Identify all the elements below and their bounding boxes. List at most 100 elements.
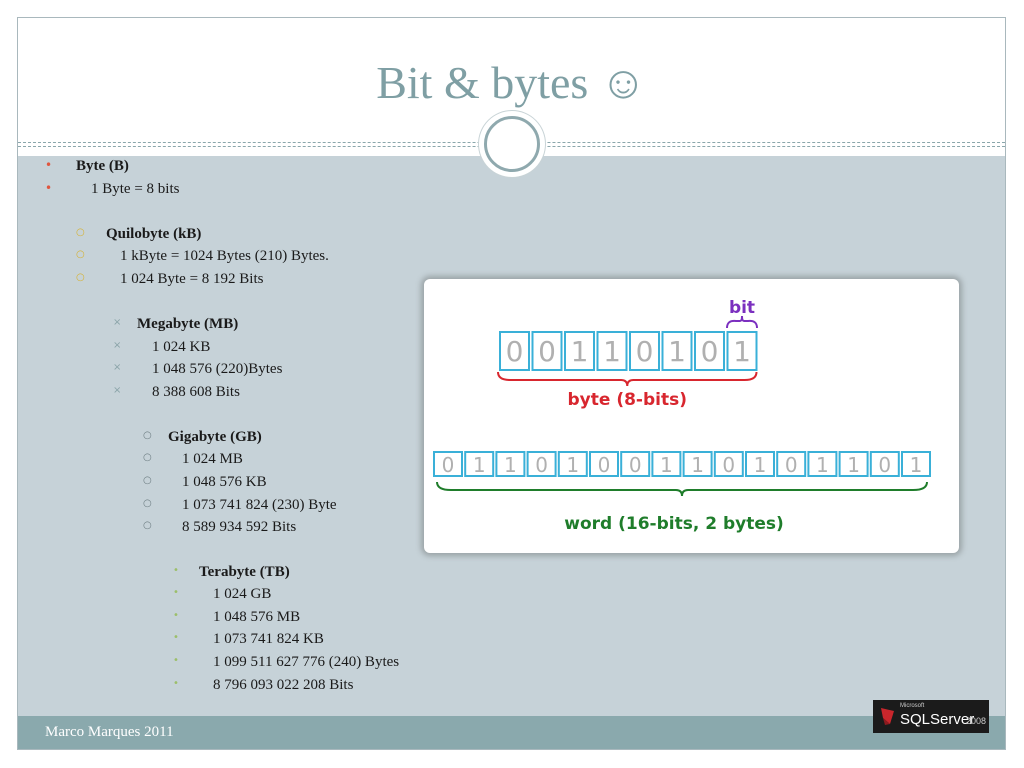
- word-cell: [526, 451, 557, 477]
- word-cell: [901, 451, 931, 477]
- word-digit: 1: [816, 453, 829, 477]
- bullet-marker: ○: [143, 520, 152, 531]
- word-cell: [589, 451, 619, 477]
- list-item: Megabyte (MB): [137, 316, 239, 332]
- word-cell: [620, 451, 651, 477]
- list-item: 1 024 GB: [213, 586, 272, 602]
- list-item: 8 589 934 592 Bits: [182, 519, 297, 535]
- word-label: word (16-bits, 2 bytes): [564, 514, 784, 534]
- bullet-marker: ×: [113, 362, 122, 373]
- word-digit: 0: [442, 453, 455, 477]
- word-cell: [557, 451, 588, 477]
- byte-digit: 1: [571, 335, 589, 368]
- footer-bar: Marco Marques 2011: [18, 716, 1005, 749]
- byte-label: byte (8-bits): [568, 390, 688, 410]
- divider-circle-ornament: [484, 116, 540, 172]
- bullet-marker: •: [173, 632, 179, 643]
- list-item: Terabyte (TB): [199, 564, 290, 580]
- word-digit: 1: [910, 453, 923, 477]
- word-cell: [807, 451, 838, 477]
- byte-cell: [661, 331, 693, 371]
- bullet-marker: •: [173, 655, 179, 666]
- list-item: 8 796 093 022 208 Bits: [213, 677, 354, 693]
- byte-brace: [497, 371, 758, 387]
- bullet-marker: ×: [113, 385, 122, 396]
- byte-cell: [531, 331, 563, 371]
- word-brace: [436, 481, 928, 497]
- list-item: Byte (B): [76, 158, 129, 174]
- bullet-marker: ○: [143, 430, 152, 441]
- bullet-marker: ○: [143, 452, 152, 463]
- slide: Bit & bytes ☺ • Byte (B) • 1 Byte = 8 bits ○…: [17, 17, 1006, 750]
- list-item: 1 024 KB: [152, 339, 211, 355]
- byte-digit: 0: [636, 335, 654, 368]
- byte-digit: 0: [701, 335, 719, 368]
- byte-cell: [499, 331, 530, 371]
- bullet-marker: ×: [113, 317, 122, 328]
- logo-year: 2008: [966, 716, 987, 726]
- bullet-marker: •: [173, 565, 179, 576]
- sql-server-flag-icon: [881, 708, 894, 725]
- word-digit: 1: [754, 453, 767, 477]
- word-digit: 1: [691, 453, 704, 477]
- word-digit: 1: [566, 453, 579, 477]
- list-item: 8 388 608 Bits: [152, 384, 240, 400]
- word-digit: 1: [660, 453, 673, 477]
- list-item: 1 073 741 824 (230) Byte: [182, 497, 337, 513]
- bullet-marker: ×: [113, 340, 122, 351]
- byte-digit: 1: [668, 335, 686, 368]
- word-digit: 1: [847, 453, 860, 477]
- bullet-marker: •: [173, 587, 179, 598]
- bullet-marker: ○: [143, 498, 152, 509]
- sql-server-logo: Microsoft SQLServer 2008: [873, 700, 989, 733]
- list-item: Quilobyte (kB): [106, 226, 202, 242]
- bullet-marker: •: [173, 610, 179, 621]
- bullet-marker: •: [45, 181, 53, 195]
- byte-digit: 1: [603, 335, 621, 368]
- list-item: 1 kByte = 1024 Bytes (210) Bytes.: [120, 248, 329, 264]
- word-cell: [495, 451, 526, 477]
- word-cell: [464, 451, 495, 477]
- list-item: 1 048 576 KB: [182, 474, 267, 490]
- logo-product: SQLServer: [900, 711, 975, 728]
- list-item: 1 073 741 824 KB: [213, 631, 324, 647]
- byte-digit: 0: [538, 335, 556, 368]
- slide-title: Bit & bytes ☺: [376, 57, 647, 108]
- word-cell: [745, 451, 775, 477]
- list-item: 1 024 MB: [182, 451, 243, 467]
- bit-label: bit: [729, 298, 755, 318]
- byte-cell: [726, 331, 758, 371]
- bullet-marker: ○: [76, 272, 85, 283]
- list-item: 1 024 Byte = 8 192 Bits: [120, 271, 264, 287]
- bullet-marker: •: [173, 678, 179, 689]
- word-digit: 1: [504, 453, 517, 477]
- bullet-marker: ○: [76, 249, 85, 260]
- logo-microsoft: Microsoft: [900, 703, 925, 709]
- word-digit: 0: [722, 453, 735, 477]
- word-digit: 0: [598, 453, 611, 477]
- list-item: 1 Byte = 8 bits: [91, 181, 180, 197]
- word-cell: [869, 451, 900, 477]
- word-cell: [651, 451, 682, 477]
- footer-author: Marco Marques 2011: [45, 724, 174, 740]
- byte-digit: 0: [506, 335, 524, 368]
- word-digit: 0: [785, 453, 798, 477]
- byte-cell: [596, 331, 628, 371]
- bullet-marker: •: [45, 158, 53, 172]
- list-item: 1 099 511 627 776 (240) Bytes: [213, 654, 400, 670]
- word-digit: 0: [878, 453, 891, 477]
- list-item: 1 048 576 MB: [213, 609, 301, 625]
- word-cell: [838, 451, 869, 477]
- list-item: 1 048 576 (220)Bytes: [152, 361, 283, 377]
- byte-digit: 1: [733, 335, 751, 368]
- byte-cell: [564, 331, 595, 371]
- byte-cell: [694, 331, 725, 371]
- word-cell: [682, 451, 713, 477]
- word-digit: 0: [535, 453, 548, 477]
- word-cell: [713, 451, 744, 477]
- bullet-marker: ○: [143, 475, 152, 486]
- bullet-marker: ○: [76, 227, 85, 238]
- list-item: Gigabyte (GB): [168, 429, 262, 445]
